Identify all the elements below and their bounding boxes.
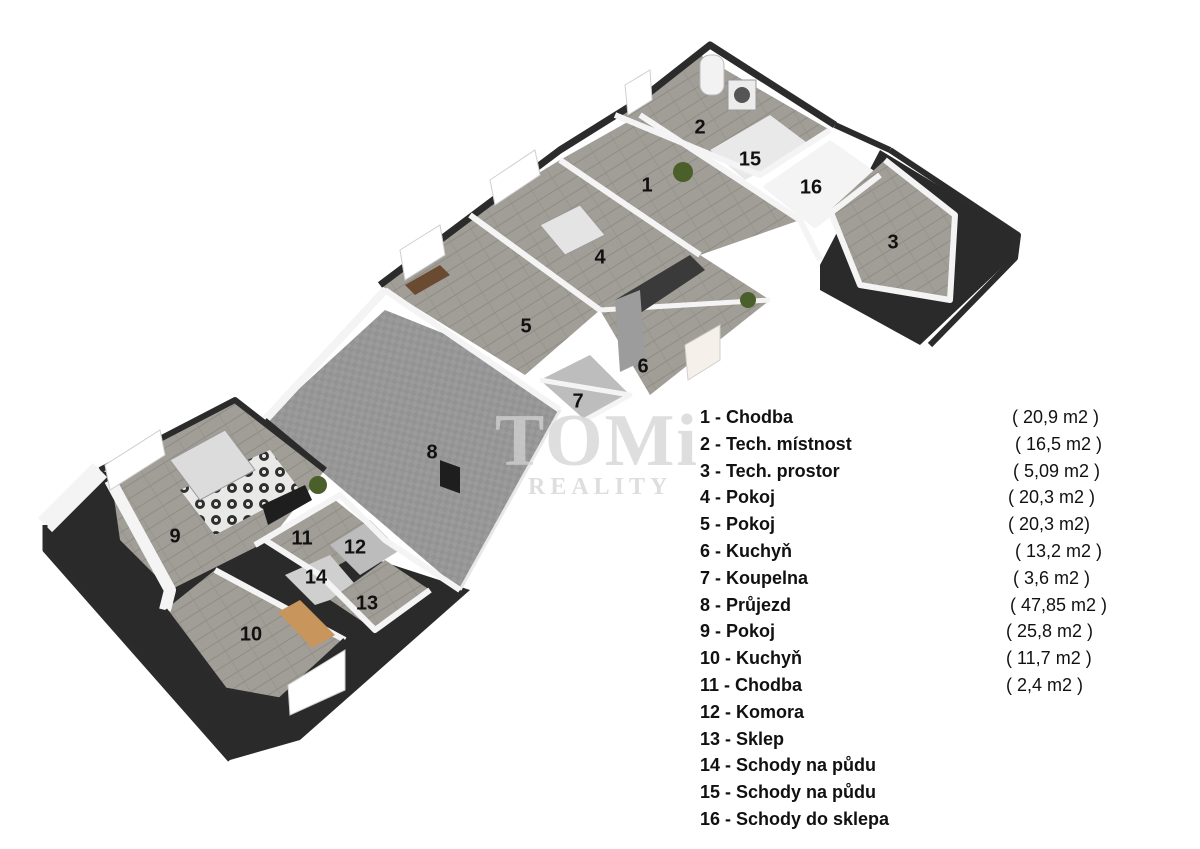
room-number-4: 4: [594, 246, 606, 268]
plant: [673, 162, 693, 182]
water-tank: [699, 54, 725, 96]
floor-room-8: [265, 310, 560, 590]
room-number-6: 6: [637, 355, 648, 377]
tv-unit: [262, 485, 312, 525]
window: [489, 149, 541, 206]
svg-text:REALITY: REALITY: [528, 474, 672, 500]
window: [624, 69, 653, 116]
room-number-14: 14: [305, 566, 328, 588]
room-number-9: 9: [169, 525, 180, 547]
plant: [309, 476, 327, 494]
svg-text:TOMi: TOMi: [495, 400, 699, 482]
room-number-8: 8: [426, 441, 437, 463]
window: [399, 224, 446, 281]
kitchen-column: [615, 290, 645, 372]
room-number-13: 13: [356, 592, 378, 614]
dining-table: [278, 600, 335, 648]
desk: [405, 265, 450, 295]
room-numbers: 1 2 3 4 5 6 7 8 9 10 11 12 13 14 15 16: [169, 116, 898, 645]
room-number-12: 12: [344, 536, 366, 558]
room-number-2: 2: [694, 116, 705, 138]
room-number-11: 11: [291, 527, 312, 549]
floor-room-1: [560, 115, 800, 255]
bed: [539, 204, 606, 256]
floor-room-16: [765, 140, 880, 225]
watermark-logo: TOMi REALITY: [495, 400, 699, 500]
legend-item: 10 - Kuchyň( 11,7 m2 ): [700, 648, 1092, 669]
legend-item: 4 - Pokoj( 20,3 m2 ): [700, 487, 1096, 508]
tv: [440, 460, 460, 494]
legend-item: 3 - Tech. prostor( 5,09 m2 ): [700, 460, 1101, 481]
room-number-16: 16: [800, 176, 822, 198]
legend-item: 2 - Tech. místnost( 16,5 m2 ): [700, 433, 1103, 454]
rug: [180, 450, 300, 535]
legend-item: 13 - Sklep: [700, 728, 785, 749]
window: [287, 649, 346, 716]
legend-item: 14 - Schody na půdu: [700, 755, 877, 776]
legend-item: 6 - Kuchyň( 13,2 m2 ): [700, 540, 1103, 561]
room-number-7: 7: [572, 390, 583, 412]
room-number-15: 15: [739, 148, 761, 170]
legend-item: 16 - Schody do sklepa: [700, 808, 890, 829]
legend-item: 8 - Průjezd( 47,85 m2 ): [700, 594, 1108, 615]
plant: [740, 292, 756, 308]
legend-item: 11 - Chodba( 2,4 m2 ): [700, 674, 1084, 695]
room-number-1: 1: [641, 174, 652, 196]
room-number-10: 10: [240, 623, 262, 645]
legend-item: 5 - Pokoj( 20,3 m2): [700, 514, 1091, 535]
legend-item: 9 - Pokoj( 25,8 m2 ): [700, 621, 1094, 642]
legend-item: 15 - Schody na půdu: [700, 782, 877, 803]
window: [104, 429, 166, 491]
floor-room-3: [830, 160, 955, 300]
legend-item: 12 - Komora: [700, 701, 805, 722]
room-number-3: 3: [887, 231, 898, 253]
legend-item: 7 - Koupelna( 3,6 m2 ): [700, 567, 1091, 588]
furniture: [104, 54, 757, 716]
bed: [169, 429, 256, 501]
walls: [37, 41, 1021, 762]
room-number-5: 5: [520, 315, 531, 337]
window: [684, 324, 721, 381]
legend-item: 1 - Chodba( 20,9 m2 ): [700, 407, 1100, 427]
room-legend: 1 - Chodba( 20,9 m2 ) 2 - Tech. místnost…: [700, 404, 1140, 833]
